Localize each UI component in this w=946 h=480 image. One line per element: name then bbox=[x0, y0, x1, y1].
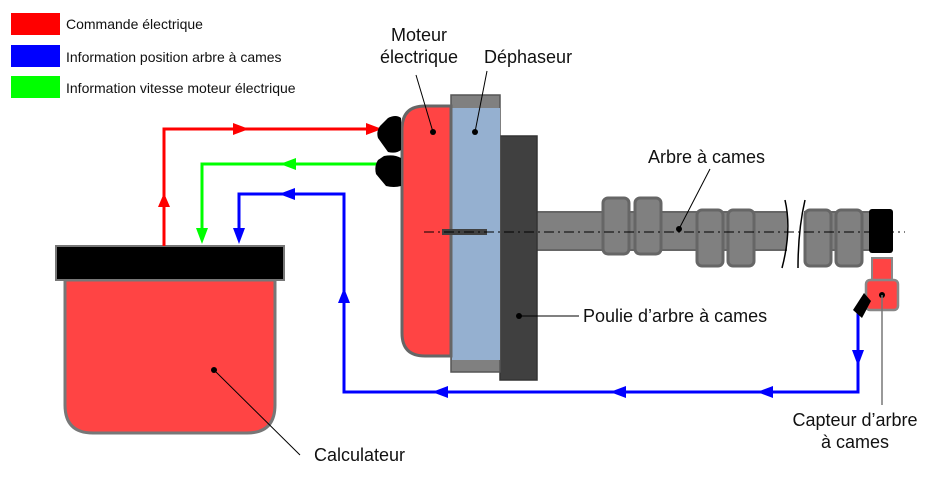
camshaft-target-wheel bbox=[869, 209, 893, 253]
cam-lobe bbox=[834, 208, 864, 268]
legend-label-command: Commande électrique bbox=[66, 16, 203, 32]
leader-lines bbox=[415, 70, 711, 319]
arrow-down-icon bbox=[233, 228, 245, 244]
ecu-leader-line bbox=[213, 369, 301, 456]
legend-swatch-speed bbox=[11, 76, 60, 98]
cam-lobe bbox=[803, 208, 833, 268]
ecu-calculateur bbox=[55, 245, 301, 456]
arrow-up-icon bbox=[158, 193, 170, 207]
ecu-connector-bar bbox=[55, 245, 285, 281]
legend-swatch-position bbox=[11, 45, 60, 67]
label-sensor: Capteur d’arbre à cames bbox=[770, 409, 940, 453]
label-sensor-line2: à cames bbox=[820, 432, 890, 452]
arrow-left-icon bbox=[279, 188, 295, 200]
arrow-up-icon bbox=[338, 288, 350, 303]
camshaft-sensor bbox=[853, 257, 900, 405]
cam-lobe bbox=[601, 196, 631, 256]
label-motor-line2: électrique bbox=[379, 47, 459, 67]
position-signal-line bbox=[233, 188, 864, 398]
label-motor-line1: Moteur bbox=[390, 25, 448, 45]
camshaft-pulley bbox=[499, 135, 538, 381]
command-signal-line bbox=[158, 123, 382, 246]
label-motor: Moteur électrique bbox=[368, 24, 470, 68]
legend-label-position: Information position arbre à cames bbox=[66, 49, 282, 65]
speed-signal-line bbox=[196, 158, 380, 244]
arrow-left-icon bbox=[610, 386, 626, 398]
label-camshaft: Arbre à cames bbox=[648, 147, 766, 167]
arrow-down-icon bbox=[196, 228, 208, 244]
arrow-down-icon bbox=[852, 350, 864, 366]
arrow-left-icon bbox=[280, 158, 296, 170]
cam-lobe bbox=[633, 196, 663, 256]
legend-swatch-command bbox=[11, 13, 60, 35]
arrow-left-icon bbox=[432, 386, 448, 398]
motor-connector bbox=[377, 116, 401, 153]
sensor-connector bbox=[853, 293, 871, 318]
electric-motor bbox=[375, 104, 453, 358]
arrow-right-icon bbox=[233, 123, 249, 135]
camshaft bbox=[534, 196, 893, 269]
arrow-right-icon bbox=[366, 123, 382, 135]
legend-label-speed: Information vitesse moteur électrique bbox=[66, 80, 296, 96]
motor-body bbox=[400, 104, 453, 358]
label-phaser: Déphaseur bbox=[484, 47, 573, 67]
label-sensor-line1: Capteur d’arbre bbox=[792, 410, 918, 430]
ecu-body bbox=[63, 278, 277, 435]
label-ecu: Calculateur bbox=[314, 445, 406, 465]
motor-connector bbox=[375, 155, 401, 187]
cam-lobe bbox=[695, 208, 725, 268]
cam-lobe bbox=[726, 208, 756, 268]
label-pulley: Poulie d’arbre à cames bbox=[583, 306, 768, 326]
arrow-left-icon bbox=[757, 386, 773, 398]
